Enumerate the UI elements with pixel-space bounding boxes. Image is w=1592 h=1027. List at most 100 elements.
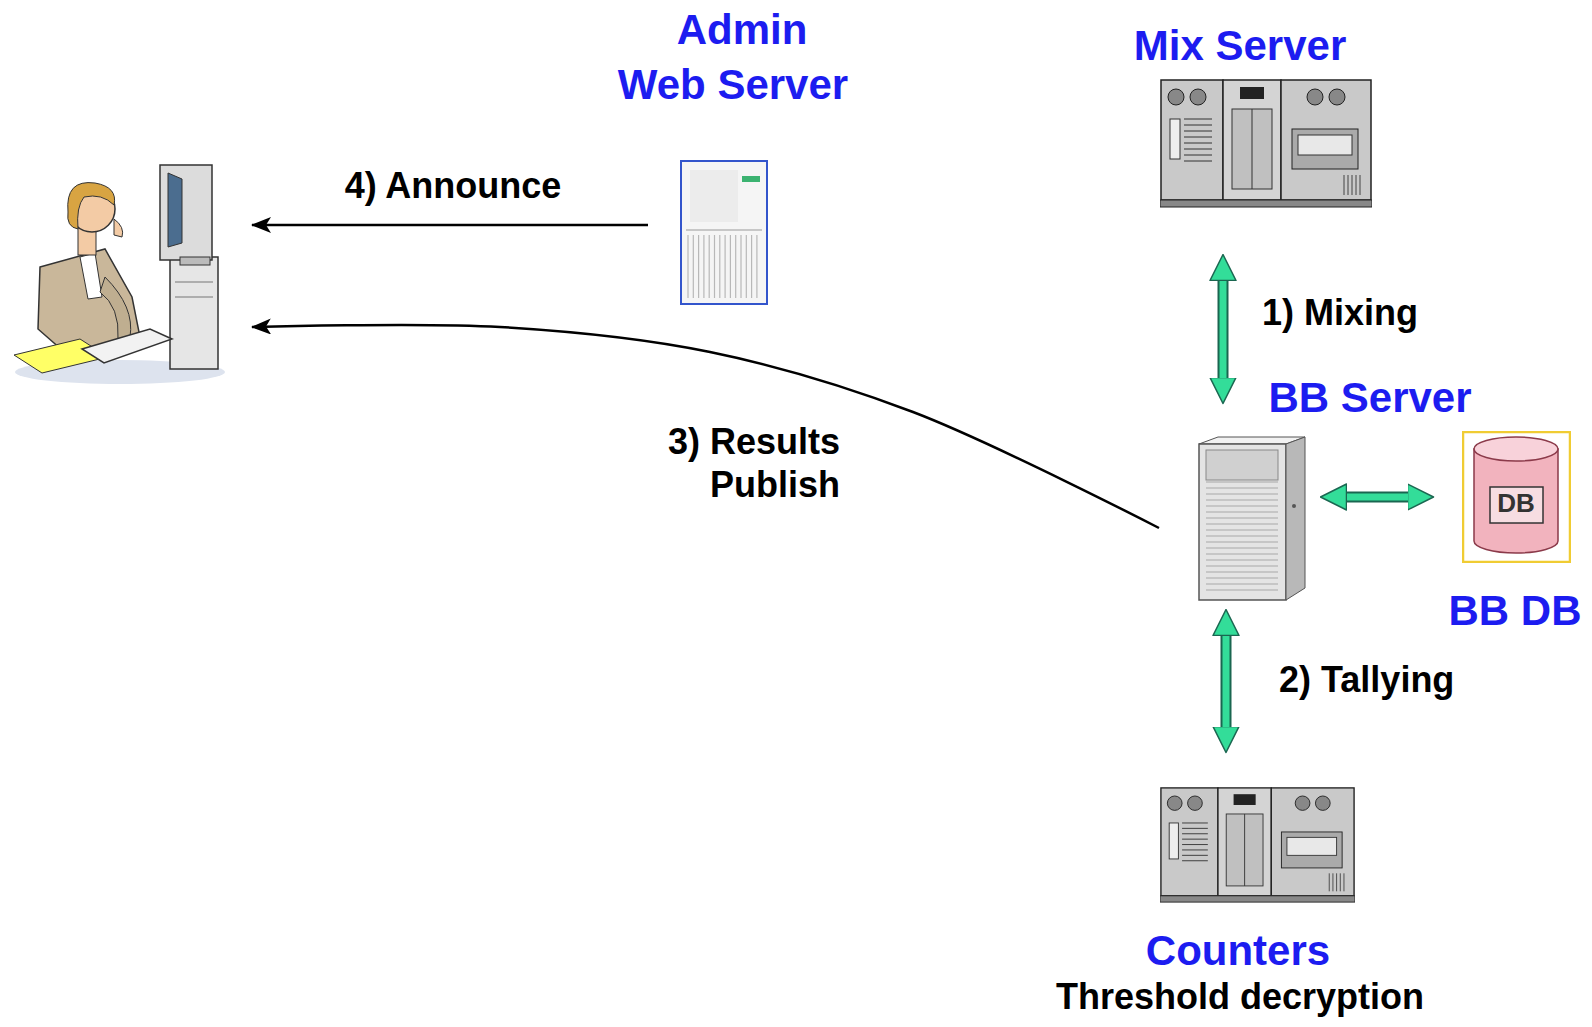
drawing-part: [1184, 131, 1212, 132]
drawing-part: [1344, 175, 1345, 195]
drawing-part: [724, 235, 725, 298]
drawing-part: [175, 282, 213, 283]
arrow-line: [252, 325, 1159, 528]
drawing-part: [1463, 432, 1570, 562]
drawing-part: [1206, 512, 1278, 513]
drawing-part: [703, 235, 704, 298]
double-arrow: [1223, 280, 1224, 378]
drawing-part: [686, 230, 762, 231]
drawing-part: [1286, 437, 1305, 600]
drawing-part: [1160, 79, 1372, 208]
drawing-part: [1184, 161, 1212, 162]
drawing-part: [1329, 873, 1330, 891]
drawing-part: [82, 329, 172, 363]
arrow-outline: [1218, 280, 1229, 378]
drawing-part: [1206, 530, 1278, 531]
double-arrow: [1226, 635, 1227, 727]
flow-arrow: [252, 225, 648, 226]
drawing-part: [1490, 487, 1543, 523]
drawing-part: [1206, 488, 1278, 489]
drawing-part: [1182, 844, 1208, 845]
node-label: BB DB: [1449, 587, 1582, 635]
arrow-outline: [1346, 492, 1408, 503]
drawing-part: [1206, 506, 1278, 507]
drawing-part: [1281, 80, 1371, 200]
drawing-part: [1474, 449, 1558, 553]
drawing-part: [180, 257, 210, 265]
drawing-part: [170, 257, 218, 369]
drawing-part: [1206, 548, 1278, 549]
drawing-part: [1206, 572, 1278, 573]
drawing-part: [175, 297, 213, 298]
drawing-part: [1168, 89, 1184, 105]
edge-label: 2) Tallying: [1276, 658, 1457, 701]
drawing-part: [1343, 873, 1344, 891]
drawing-part: [1218, 788, 1271, 896]
drawing-part: [1244, 814, 1245, 886]
drawing-part: [1232, 109, 1272, 189]
drawing-part: [1206, 542, 1278, 543]
flow-arrow: [252, 325, 1159, 528]
edge-label: 3) Results Publish: [657, 420, 843, 506]
drawing-part: [1206, 566, 1278, 567]
drawing-part: [1160, 787, 1355, 903]
drawing-part: [100, 277, 131, 339]
drawing-part: [1252, 109, 1253, 189]
drawing-part: [1206, 578, 1278, 579]
drawing-part: [1167, 796, 1182, 810]
drawing-part: [1160, 200, 1372, 207]
mix-server: Mix Server: [1160, 79, 1372, 208]
drawing-part: [756, 235, 757, 298]
drawing-part: [1184, 143, 1212, 144]
drawing-part: [160, 165, 212, 260]
user-workstation: [10, 157, 228, 386]
drawing-part: [735, 235, 736, 298]
counter-server: CountersThreshold decryption: [1160, 787, 1355, 903]
drawing-part: [681, 161, 767, 304]
drawing-part: [1271, 788, 1354, 896]
drawing-part: [1184, 155, 1212, 156]
node-label: Counters: [1146, 927, 1330, 975]
drawing-part: [730, 235, 731, 298]
drawing-part: [1332, 873, 1333, 891]
drawing-part: [1287, 837, 1337, 855]
drawing-part: [1182, 833, 1208, 834]
drawing-part: [1295, 796, 1310, 810]
drawing-part: [1206, 500, 1278, 501]
drawing-part: [1340, 873, 1341, 891]
database: DBBB DB: [1462, 431, 1571, 563]
node-label: DB: [1497, 489, 1535, 519]
bb-server: BB Server: [1198, 436, 1306, 601]
drawing-part: [1184, 149, 1212, 150]
drawing-part: [1206, 494, 1278, 495]
drawing-part: [1161, 788, 1218, 896]
drawing-part: [1292, 504, 1296, 508]
drawing-part: [1206, 518, 1278, 519]
drawing-part: [1182, 839, 1208, 840]
web-server: Admin Web Server: [680, 160, 768, 305]
drawing-part: [1184, 137, 1212, 138]
drawing-part: [1292, 129, 1358, 169]
drawing-part: [746, 235, 747, 298]
drawing-part: [1206, 524, 1278, 525]
edge-label: 1) Mixing: [1259, 291, 1421, 334]
drawing-part: [1226, 814, 1263, 886]
drawing-part: [1184, 125, 1212, 126]
drawing-part: [1234, 794, 1256, 805]
drawing-part: [698, 235, 699, 298]
drawing-part: [1223, 80, 1281, 200]
drawing-part: [1206, 590, 1278, 591]
drawing-part: [1170, 119, 1180, 159]
drawing-part: [1329, 89, 1345, 105]
drawing-part: [1352, 175, 1353, 195]
drawing-part: [1198, 436, 1306, 601]
drawing-part: [1161, 80, 1223, 200]
drawing-part: [1206, 536, 1278, 537]
node-label: Admin Web Server: [613, 3, 853, 112]
drawing-part: [1199, 444, 1286, 600]
drawing-part: [68, 183, 115, 229]
drawing-part: [709, 235, 710, 298]
node-label: Threshold decryption: [1056, 976, 1424, 1017]
arrow-shaft: [1220, 280, 1227, 378]
drawing-part: [114, 219, 123, 237]
